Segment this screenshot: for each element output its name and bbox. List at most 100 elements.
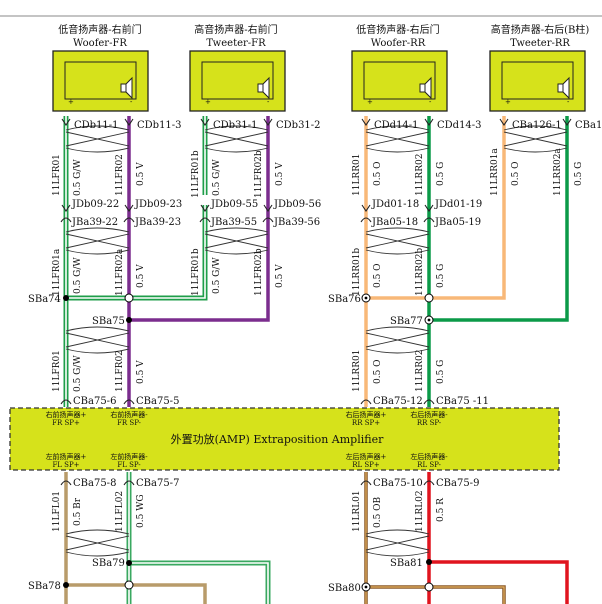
splice-points <box>63 293 434 592</box>
wire-code: 11LFL02 <box>115 491 125 532</box>
twist-marker <box>204 227 269 255</box>
amp-connector-label: CBa75-10 <box>373 478 423 489</box>
splice-dot-sba75 <box>126 317 132 323</box>
wire-spec: 0.5 G <box>436 264 446 288</box>
amp-pin-en: RR SP+ <box>352 419 380 427</box>
amp-pin-en: FL SP+ <box>52 461 79 469</box>
wire-code: 11LRL01 <box>352 490 362 532</box>
inline-connector-upper: JDb09-23 <box>134 199 182 210</box>
amp-connector-label: CBa75 -11 <box>436 396 489 407</box>
splice-label: SBa74 <box>28 294 61 305</box>
amp-pin-cn: 左后扬声器+ <box>346 452 387 461</box>
twist-marker <box>365 125 430 153</box>
amplifier-outline <box>9 407 560 471</box>
wire-11lrr02 <box>427 116 569 407</box>
amp-pin-en: FL SP- <box>117 461 141 469</box>
wire-code: 11LRR02a <box>553 148 563 196</box>
pin-arrow <box>499 118 509 126</box>
amp-pin-en: FR SP- <box>117 419 141 427</box>
wire-code: 11LRR01a <box>490 148 500 196</box>
speaker-icon <box>257 76 270 100</box>
twist-marker <box>65 326 130 354</box>
amp-pin-cn: 左前扬声器- <box>110 452 148 461</box>
crossover-hop <box>124 580 134 590</box>
splice-dot-sba81 <box>426 559 432 565</box>
wire-code: 11LFR02b <box>254 150 264 198</box>
connector-label: CDd14-1 <box>374 120 419 131</box>
minus-sign: - <box>567 98 570 106</box>
twist-marker <box>365 227 430 255</box>
splice-label: SBa77 <box>390 316 423 327</box>
splice-label: SBa81 <box>390 558 423 569</box>
pin-arrow <box>124 118 134 126</box>
wire-spec: 0.5 G/W <box>73 355 83 392</box>
inline-connector-lower: JBa39-55 <box>210 217 257 228</box>
amp-connector-label: CBa75-5 <box>136 396 179 407</box>
speaker-icon <box>419 76 432 100</box>
wire-spec: 0.5 O <box>373 161 383 186</box>
wire-spec: 0.5 O <box>373 263 383 288</box>
wire-11lrl01 <box>364 472 506 604</box>
wires <box>63 116 569 604</box>
amp-pin-en: RR SP- <box>417 419 442 427</box>
speaker-icon <box>557 76 570 100</box>
speaker-title: 低音扬声器-右前门 <box>58 23 141 36</box>
wire-spec: 0.5 Br <box>73 497 83 526</box>
speaker-code: Woofer-FR <box>73 38 127 49</box>
wire-11lfr02 <box>127 116 270 407</box>
inline-connector-upper: JDb09-22 <box>71 199 119 210</box>
connector-label: CBa126-2 <box>575 120 602 131</box>
speaker-code: Tweeter-RR <box>510 38 570 49</box>
splice-dot-sba79 <box>126 560 132 566</box>
connector-label: CBa126-1 <box>512 120 562 131</box>
wire-spec: 0.5 G/W <box>212 159 222 196</box>
amplifier-title: 外置功放(AMP) Extraposition Amplifier <box>171 432 384 446</box>
speaker-title: 高音扬声器-右前门 <box>194 23 277 36</box>
wire-code: 11LFR02a <box>115 248 125 296</box>
wire-code: 11LFR02 <box>115 350 125 392</box>
inline-connector-lower: JBa39-22 <box>71 217 118 228</box>
pin-arrow <box>424 118 434 126</box>
inline-connector-upper: JDb09-55 <box>210 199 258 210</box>
speaker-title: 低音扬声器-右后门 <box>356 23 439 36</box>
wire-11lfr01 <box>63 116 208 407</box>
wire-spec: 0.5 V <box>136 264 146 288</box>
wire-code: 11LRR01b <box>352 248 362 296</box>
amp-pin-cn: 右前扬声器- <box>110 410 148 419</box>
amp-pin-cn: 右后扬声器+ <box>346 410 387 419</box>
speaker-woofer-rr: 低音扬声器-右后门 Woofer-RR + - <box>351 23 448 112</box>
connector-labels: CDb11-1 CDb11-3 CDb31-1 CDb31-2 CDd14-1 … <box>71 120 602 489</box>
inline-connector-lower: JBa05-19 <box>434 217 481 228</box>
wire-code: 11LFR01b <box>191 150 201 198</box>
plus-sign: + <box>367 98 373 106</box>
amp-pin-en: RL SP+ <box>352 461 380 469</box>
splice-label: SBa76 <box>328 294 361 305</box>
speaker-tweeter-rr: 高音扬声器-右后(B柱) Tweeter-RR + - <box>489 23 589 112</box>
wire-spec: 0.5 G/W <box>212 257 222 294</box>
wire-code: 11LRL02 <box>415 490 425 532</box>
wire-code: 11LFR01 <box>52 350 62 392</box>
wire-spec: 0.5 G/W <box>73 159 83 196</box>
wire-code: 11LRR02 <box>415 154 425 196</box>
amp-connector-label: CBa75-12 <box>373 396 423 407</box>
connector-label: CDb11-3 <box>137 120 182 131</box>
wire-code: 11LRR01 <box>352 154 362 196</box>
splice-dot-sba78 <box>63 582 69 588</box>
inline-connector-lower: JBa39-56 <box>273 217 320 228</box>
splice-label: SBa75 <box>92 316 125 327</box>
wire-spec: 0.5 WG <box>136 494 146 528</box>
amp-connector-label: CBa75-9 <box>436 478 479 489</box>
pin-arrow <box>200 118 210 126</box>
wire-code: 11LFR01 <box>52 154 62 196</box>
wire-code: 11LFR01b <box>191 248 201 296</box>
inline-connector-upper: JDb09-56 <box>273 199 321 210</box>
twist-marker <box>65 125 130 153</box>
crossover-hop <box>424 582 434 592</box>
wire-spec: 0.5 O <box>373 359 383 384</box>
pin-arrow <box>361 118 371 126</box>
splice-label: SBa80 <box>328 583 361 594</box>
plus-sign: + <box>505 98 511 106</box>
plus-sign: + <box>68 98 74 106</box>
wire-11lrr01 <box>364 116 506 407</box>
wire-11lrl02 <box>427 472 569 604</box>
